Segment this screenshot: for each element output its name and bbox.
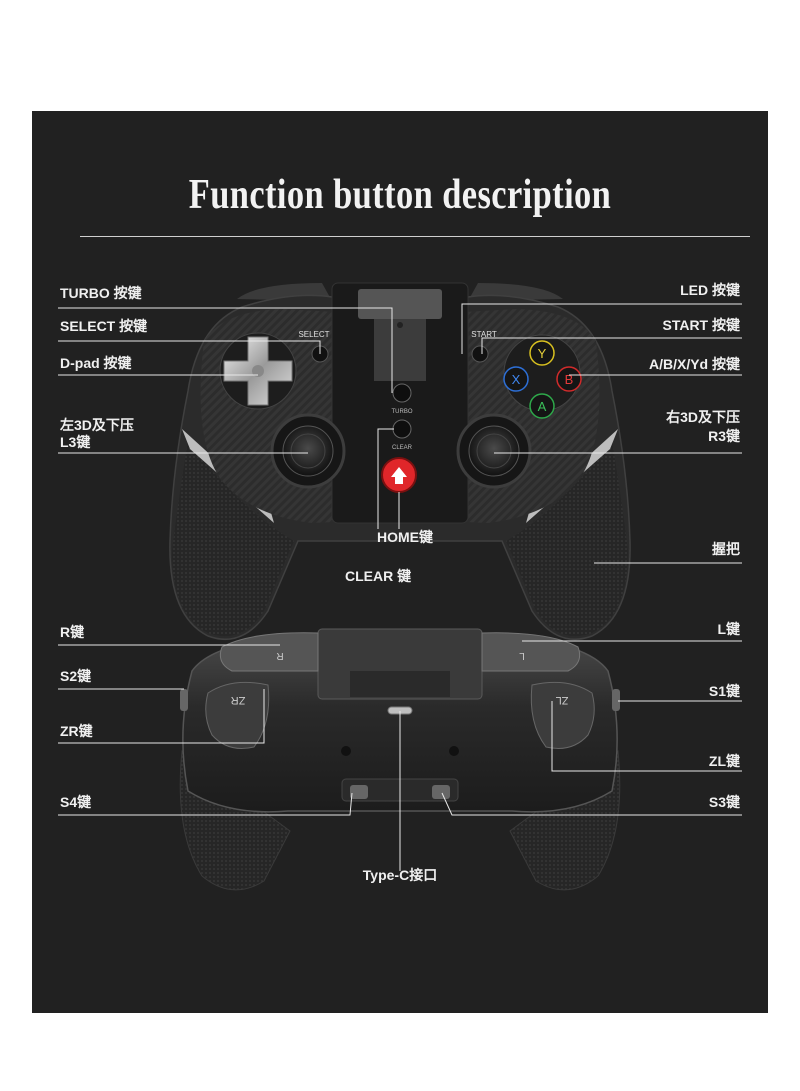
title-divider: [80, 236, 750, 237]
a-button[interactable]: [529, 393, 555, 419]
s2-button[interactable]: [180, 689, 188, 711]
s4-button[interactable]: [350, 785, 368, 799]
label-led: LED 按键: [680, 282, 740, 298]
start-button[interactable]: [471, 345, 489, 363]
label-s1: S1键: [708, 683, 740, 699]
leader-lines: [58, 303, 742, 871]
clamp-head: [358, 289, 442, 319]
l-bumper[interactable]: [481, 632, 581, 672]
label-zr: ZR键: [60, 723, 93, 739]
label-clear: CLEAR 键: [345, 568, 412, 584]
label-select: SELECT 按键: [60, 318, 148, 334]
r-bumper[interactable]: [219, 632, 319, 672]
label-turbo: TURBO 按键: [60, 285, 142, 301]
svg-text:B: B: [565, 372, 574, 387]
b-button[interactable]: [556, 366, 582, 392]
svg-text:L: L: [519, 650, 525, 661]
label-dpad: D-pad 按键: [60, 355, 132, 371]
label-type-c: Type-C接口: [362, 867, 438, 883]
label-l3-line1: 左3D及下压: [60, 417, 134, 433]
label-home: HOME键: [377, 529, 433, 545]
zl-trigger[interactable]: [530, 681, 595, 749]
select-print: SELECT: [298, 330, 329, 339]
label-s2: S2键: [60, 668, 92, 684]
phone-clamp: [331, 282, 469, 524]
label-r: R键: [60, 624, 85, 640]
svg-text:ZL: ZL: [556, 694, 569, 706]
s3-button[interactable]: [432, 785, 450, 799]
right-stick[interactable]: [456, 413, 532, 489]
right-grip: [506, 441, 628, 637]
label-grip: 握把: [712, 541, 740, 557]
label-s3: S3键: [708, 794, 740, 810]
turbo-button[interactable]: [392, 383, 412, 403]
svg-text:X: X: [512, 372, 521, 387]
home-icon: [391, 467, 407, 484]
left-grip: [172, 441, 294, 637]
svg-text:R: R: [276, 650, 283, 661]
clamp-arm: [374, 319, 426, 381]
description-panel: Function button description: [32, 111, 768, 1013]
start-print: START: [471, 330, 497, 339]
y-button[interactable]: [529, 340, 555, 366]
label-start: START 按键: [662, 317, 740, 333]
x-button[interactable]: [503, 366, 529, 392]
svg-text:ZR: ZR: [231, 694, 246, 706]
label-l: L键: [717, 621, 740, 637]
clear-print: CLEAR: [392, 445, 413, 451]
svg-text:Y: Y: [538, 346, 547, 361]
dpad[interactable]: [219, 332, 297, 410]
label-r3-line2: R3键: [708, 428, 740, 444]
label-zl: ZL键: [708, 753, 740, 769]
clear-button[interactable]: [392, 419, 412, 439]
label-l3-line2: L3键: [60, 434, 91, 450]
svg-text:A: A: [538, 399, 547, 414]
zr-trigger[interactable]: [205, 681, 270, 749]
face-buttons: Y X B A: [503, 334, 582, 419]
left-stick[interactable]: [270, 413, 346, 489]
page-title: Function button description: [188, 172, 612, 218]
label-abxy: A/B/X/Yd 按键: [648, 356, 740, 372]
s1-button[interactable]: [612, 689, 620, 711]
turbo-print: TURBO: [392, 409, 413, 415]
controller-illustration: SELECT START TURBO CLEAR: [58, 282, 742, 891]
front-controller: SELECT START TURBO CLEAR: [169, 282, 631, 641]
label-s4: S4键: [60, 794, 92, 810]
label-r3-line1: 右3D及下压: [666, 409, 740, 425]
